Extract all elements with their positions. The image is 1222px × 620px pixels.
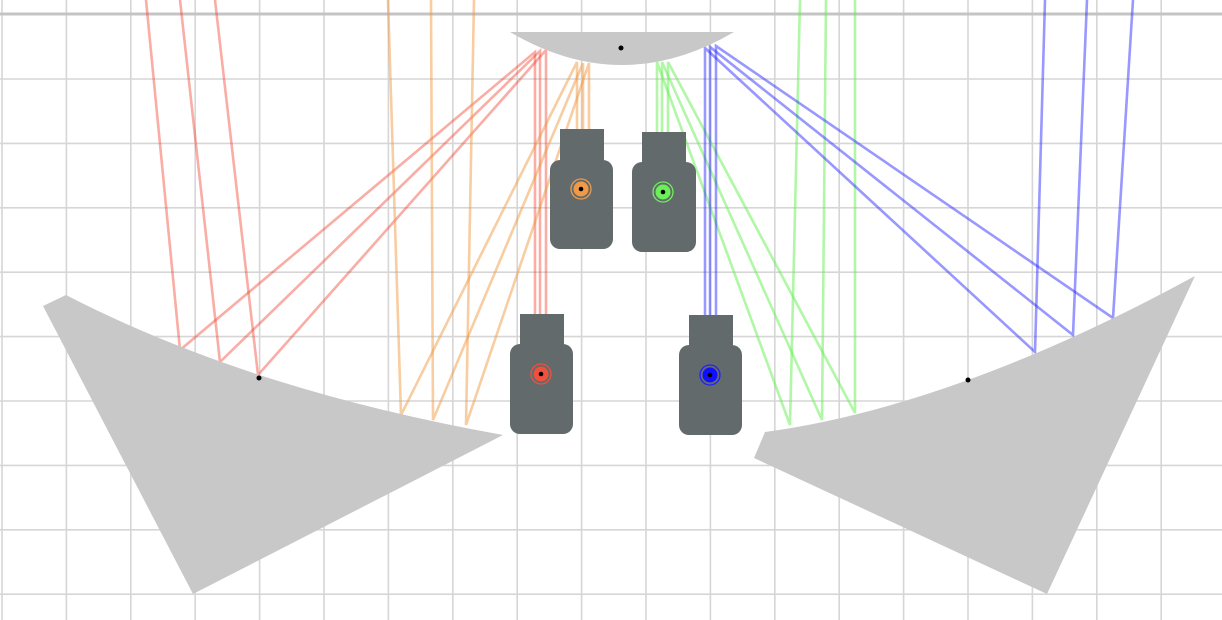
source-body[interactable] bbox=[550, 160, 613, 249]
source-cap[interactable] bbox=[520, 314, 564, 345]
orange-ray bbox=[386, 0, 579, 416]
red-rays bbox=[144, 0, 548, 379]
green-light-source[interactable] bbox=[632, 132, 696, 252]
orange-emitter-ring-icon[interactable] bbox=[570, 178, 592, 200]
source-cap[interactable] bbox=[560, 129, 604, 161]
emitter-center-dot bbox=[538, 371, 544, 377]
emitter-center-dot bbox=[707, 372, 713, 378]
right-mirror-shape[interactable] bbox=[754, 276, 1195, 594]
source-body[interactable] bbox=[679, 345, 742, 435]
orange-ray bbox=[464, 0, 591, 426]
blue-ray bbox=[703, 0, 1047, 355]
emitter-center-dot bbox=[578, 186, 584, 192]
blue-emitter-ring-icon[interactable] bbox=[699, 364, 721, 386]
source-cap[interactable] bbox=[642, 132, 686, 163]
red-light-source[interactable] bbox=[510, 314, 573, 434]
green-ray bbox=[660, 0, 828, 421]
top-mirror-center-dot[interactable] bbox=[618, 45, 624, 51]
red-emitter-ring-icon[interactable] bbox=[530, 363, 552, 385]
green-rays bbox=[655, 0, 857, 426]
orange-ray bbox=[429, 0, 585, 421]
source-cap[interactable] bbox=[689, 315, 733, 346]
green-ray bbox=[666, 0, 857, 414]
green-emitter-ring-icon[interactable] bbox=[652, 181, 674, 203]
top-mirror[interactable] bbox=[510, 32, 734, 65]
left-mirror[interactable] bbox=[43, 295, 503, 594]
right-mirror-center-dot[interactable] bbox=[965, 377, 971, 383]
left-mirror-center-dot[interactable] bbox=[256, 375, 262, 381]
left-mirror-shape[interactable] bbox=[43, 295, 503, 594]
blue-ray bbox=[714, 0, 1135, 321]
source-body[interactable] bbox=[510, 344, 573, 434]
blue-ray bbox=[708, 0, 1089, 338]
orange-rays bbox=[386, 0, 591, 426]
red-ray bbox=[178, 0, 542, 365]
green-ray bbox=[655, 0, 802, 426]
emitter-center-dot bbox=[660, 189, 666, 195]
red-ray bbox=[144, 0, 537, 353]
blue-light-source[interactable] bbox=[679, 315, 742, 435]
orange-light-source[interactable] bbox=[550, 129, 613, 249]
right-mirror[interactable] bbox=[754, 276, 1195, 594]
red-ray bbox=[213, 0, 548, 379]
source-body[interactable] bbox=[632, 162, 696, 252]
blue-rays bbox=[703, 0, 1135, 355]
